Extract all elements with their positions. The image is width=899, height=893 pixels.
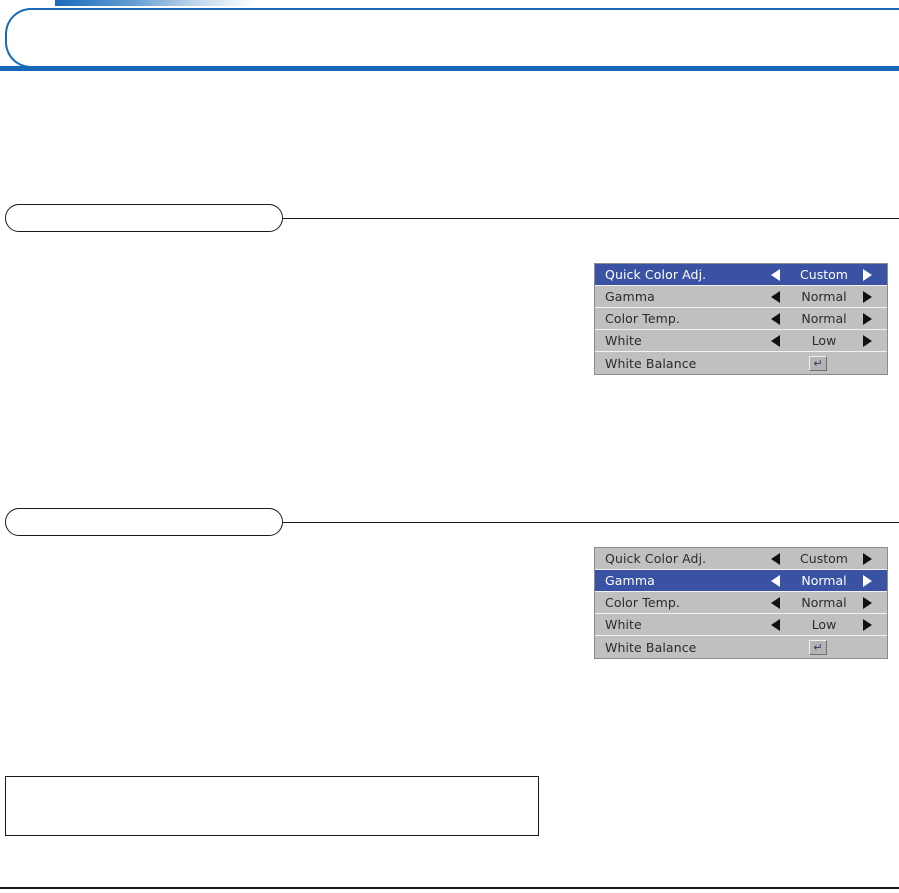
osd-row[interactable]: White Low xyxy=(595,614,887,636)
arrow-right-icon[interactable] xyxy=(863,268,872,281)
section-body-gamma xyxy=(18,548,578,558)
osd-row[interactable]: White Balance ↵ xyxy=(595,352,887,374)
arrow-left-icon[interactable] xyxy=(771,618,780,631)
osd-row-value: Low xyxy=(811,333,837,348)
arrow-right-icon[interactable] xyxy=(863,312,872,325)
section-rule xyxy=(283,218,899,220)
header-bottom-rule xyxy=(0,66,899,71)
section-body-quick-color-adj xyxy=(18,244,578,254)
section-rule xyxy=(283,522,899,524)
osd-row[interactable]: White Balance ↵ xyxy=(595,636,887,658)
osd-row[interactable]: Color Temp. Normal xyxy=(595,308,887,330)
osd-row-label: White xyxy=(605,333,642,348)
osd-row[interactable]: Color Temp. Normal xyxy=(595,592,887,614)
osd-row-value: Normal xyxy=(801,595,847,610)
osd-row-value: Normal xyxy=(801,289,847,304)
arrow-right-icon[interactable] xyxy=(863,290,872,303)
osd-row-label: Gamma xyxy=(605,289,655,304)
osd-row-label: White xyxy=(605,617,642,632)
osd-row-label: Gamma xyxy=(605,573,655,588)
osd-row[interactable]: White Low xyxy=(595,330,887,352)
arrow-left-icon[interactable] xyxy=(771,574,780,587)
page-header-frame xyxy=(5,8,899,68)
osd-row-value: Normal xyxy=(801,311,847,326)
section-header-quick-color-adj xyxy=(0,204,899,234)
osd-row[interactable]: Gamma Normal xyxy=(595,286,887,308)
section-pill xyxy=(5,204,283,232)
section-header-gamma xyxy=(0,508,899,538)
arrow-right-icon[interactable] xyxy=(863,334,872,347)
arrow-left-icon[interactable] xyxy=(771,552,780,565)
arrow-left-icon[interactable] xyxy=(771,268,780,281)
enter-icon[interactable]: ↵ xyxy=(809,355,827,371)
arrow-left-icon[interactable] xyxy=(771,290,780,303)
header-gradient-bar xyxy=(55,0,255,6)
arrow-left-icon[interactable] xyxy=(771,312,780,325)
section-pill xyxy=(5,508,283,536)
osd-row-label: White Balance xyxy=(605,355,697,371)
arrow-right-icon[interactable] xyxy=(863,618,872,631)
osd-row-value: Custom xyxy=(800,267,848,282)
enter-icon[interactable]: ↵ xyxy=(809,639,827,655)
footer-rule xyxy=(0,887,899,889)
arrow-left-icon[interactable] xyxy=(771,334,780,347)
osd-row[interactable]: Gamma Normal xyxy=(595,570,887,592)
osd-row-value: Custom xyxy=(800,551,848,566)
note-box xyxy=(5,776,539,836)
osd-row-label: Quick Color Adj. xyxy=(605,551,707,566)
arrow-left-icon[interactable] xyxy=(771,596,780,609)
arrow-right-icon[interactable] xyxy=(863,596,872,609)
arrow-right-icon[interactable] xyxy=(863,574,872,587)
osd-row[interactable]: Quick Color Adj. Custom xyxy=(595,264,887,286)
osd-row-label: Color Temp. xyxy=(605,595,680,610)
osd-row[interactable]: Quick Color Adj. Custom xyxy=(595,548,887,570)
arrow-right-icon[interactable] xyxy=(863,552,872,565)
osd-row-value: Low xyxy=(811,617,837,632)
osd-row-label: White Balance xyxy=(605,639,697,655)
osd-row-label: Color Temp. xyxy=(605,311,680,326)
osd-row-label: Quick Color Adj. xyxy=(605,267,707,282)
osd-row-value: Normal xyxy=(801,573,847,588)
